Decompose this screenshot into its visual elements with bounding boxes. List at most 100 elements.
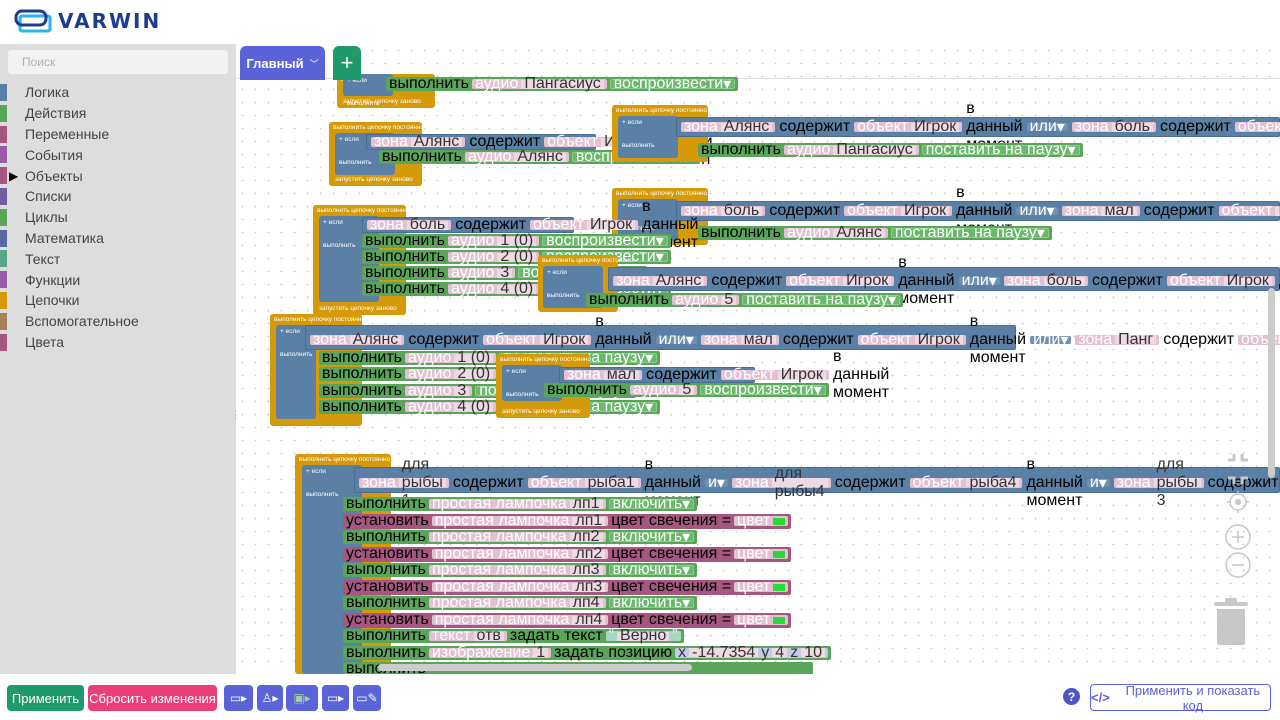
- category-item[interactable]: Вспомогательное: [0, 311, 236, 332]
- dropdown[interactable]: поставить на паузу ▾: [890, 224, 1049, 242]
- or-operator[interactable]: или ▾: [1016, 202, 1058, 220]
- or-operator[interactable]: или ▾: [1026, 118, 1068, 136]
- category-item[interactable]: Текст: [0, 248, 236, 269]
- category-item[interactable]: Циклы: [0, 207, 236, 228]
- fit-to-screen-icon[interactable]: [1226, 452, 1250, 486]
- category-item[interactable]: Логика: [0, 82, 236, 103]
- dropdown[interactable]: воспроизвести ▾: [700, 381, 826, 399]
- dropdown[interactable]: включить ▾: [608, 594, 695, 612]
- text-input[interactable]: “Верно”: [605, 627, 681, 644]
- zoom-out-icon[interactable]: [1224, 551, 1252, 579]
- position-input[interactable]: x -14.7354 y 4 z 10: [675, 644, 828, 661]
- run-desktop-button[interactable]: ▭▸: [322, 685, 349, 711]
- category-item[interactable]: Списки: [0, 186, 236, 207]
- category-item[interactable]: Цвета: [0, 332, 236, 353]
- run-desktop-player-button[interactable]: ♙▸: [257, 685, 283, 711]
- run-vr-button[interactable]: ▭▸: [224, 685, 253, 711]
- blockly-workspace[interactable]: Главный ﹀ + выполнить цепочку постоянноз…: [236, 44, 1280, 674]
- dropdown[interactable]: воспроизвести ▾: [542, 232, 668, 250]
- category-item[interactable]: Математика: [0, 228, 236, 249]
- color-input[interactable]: цвет: [734, 545, 789, 562]
- tab-main[interactable]: Главный ﹀: [240, 46, 325, 80]
- dropdown[interactable]: воспроизвести ▾: [609, 75, 736, 93]
- apply-button[interactable]: Применить: [7, 685, 84, 711]
- category-item[interactable]: Функции: [0, 269, 236, 290]
- add-tab-button[interactable]: +: [333, 46, 361, 80]
- help-icon[interactable]: ?: [1063, 688, 1080, 705]
- color-input[interactable]: цвет: [734, 578, 789, 595]
- category-item[interactable]: Действия: [0, 103, 236, 124]
- run-ar-button[interactable]: ▣▸: [286, 685, 318, 711]
- horizontal-scrollbar[interactable]: [378, 664, 692, 671]
- or-operator[interactable]: или ▾: [1030, 331, 1072, 349]
- trash-icon[interactable]: [1212, 598, 1250, 646]
- color-input[interactable]: цвет: [734, 512, 789, 529]
- category-item[interactable]: ▶Объекты: [0, 165, 236, 186]
- and-operator[interactable]: и ▾: [1086, 474, 1110, 492]
- category-item[interactable]: События: [0, 144, 236, 165]
- search-input[interactable]: [8, 50, 228, 74]
- or-operator[interactable]: или ▾: [958, 272, 1000, 290]
- category-item[interactable]: Цепочки: [0, 290, 236, 311]
